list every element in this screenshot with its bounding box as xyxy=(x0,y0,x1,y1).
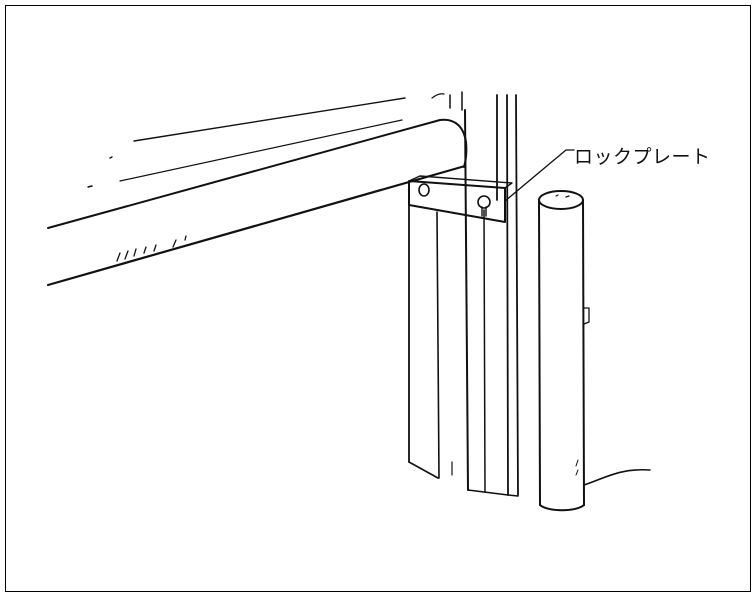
lock-plate xyxy=(408,175,513,223)
cylinder-pipe xyxy=(538,190,651,512)
horizontal-rail xyxy=(46,93,468,287)
vertical-frame xyxy=(408,91,519,497)
lock-plate-label: ロックプレート xyxy=(574,146,711,168)
callout-leader-line xyxy=(504,149,575,202)
